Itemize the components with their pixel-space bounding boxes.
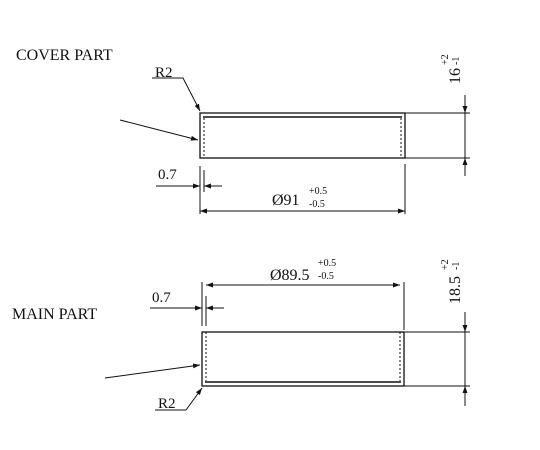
cover-height-tol-up: +2 [440, 54, 451, 65]
cover-height-tol-down: -1 [451, 57, 462, 65]
cover-pointer-arrow [119, 119, 199, 141]
main-height-tol-up: +2 [440, 259, 451, 270]
cover-radius-label: R2 [155, 65, 173, 81]
main-height-tol-down: -1 [451, 262, 462, 270]
main-radius-leader [155, 387, 203, 411]
cover-diameter-tol-up: +0.5 [309, 186, 327, 197]
main-pointer-arrow [104, 363, 201, 379]
cover-body-outline [199, 112, 406, 159]
cover-part-title: COVER PART [16, 47, 113, 64]
main-height-label: 18.5 [447, 276, 464, 304]
main-diameter-tol-down: -0.5 [318, 271, 334, 282]
cover-wall-label: 0.7 [158, 167, 177, 183]
cover-diameter-label: Ø91 [272, 192, 300, 209]
main-diameter-tol-up: +0.5 [318, 258, 336, 269]
cover-height-label: 16 [447, 68, 464, 84]
cover-diameter-tol-down: -0.5 [309, 199, 325, 210]
main-body-outline [201, 331, 405, 387]
cover-part-drawing [119, 77, 470, 214]
main-wall-label: 0.7 [152, 290, 171, 306]
main-diameter-label: Ø89.5 [270, 267, 310, 284]
main-radius-label: R2 [158, 396, 176, 412]
main-part-drawing [104, 282, 470, 411]
cover-radius-leader [152, 77, 201, 112]
main-part-title: MAIN PART [12, 306, 97, 323]
